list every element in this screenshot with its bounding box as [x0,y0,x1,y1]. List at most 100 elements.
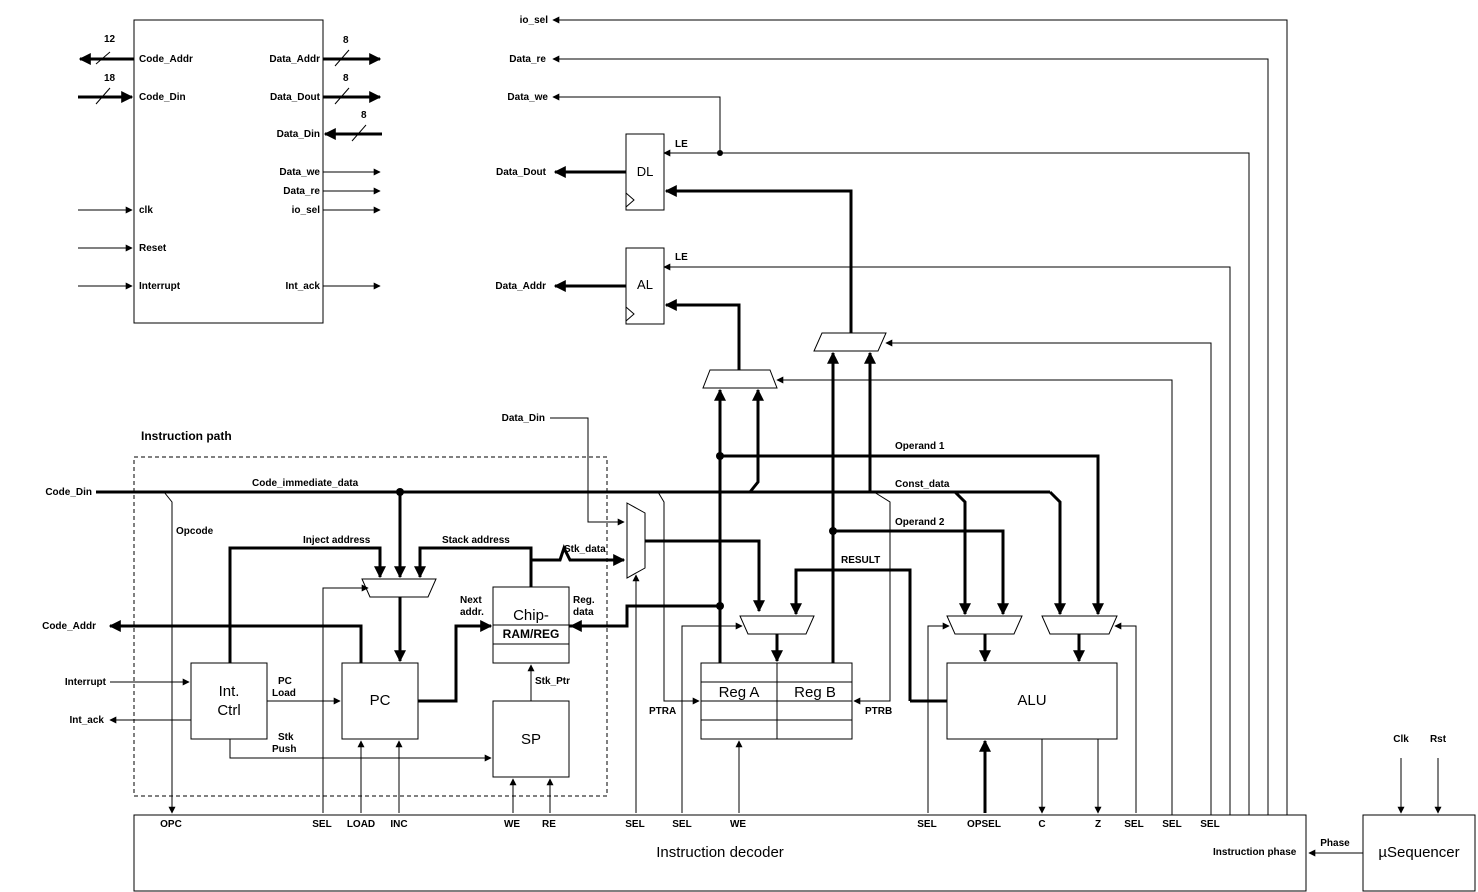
pin-interrupt: Interrupt [139,281,181,292]
pc-mux [361,578,437,598]
label-code-addr: Code_Addr [42,621,96,632]
label-code-din: Code_Din [45,487,92,498]
datapath: Data_Din Stk_data PTRA PTRB RESULT Reg A… [502,351,1137,814]
label-phase: Phase [1320,838,1350,849]
sig-we-reg: WE [730,819,746,830]
micro-sequencer: µSequencer Clk Rst Phase [1308,734,1476,892]
out-data-addr: Data_Addr [495,281,546,292]
pin-data-addr: Data_Addr [269,54,320,65]
label-stk-ptr: Stk_Ptr [535,676,570,687]
cpu-symbol: 12 Code_Addr 18 Code_Din clk Reset Inter… [78,19,382,324]
data-addr-width: 8 [343,35,349,46]
label-rst: Rst [1430,734,1447,745]
chip-ram-label-2: RAM/REG [503,627,560,641]
sig-sel-al: SEL [1162,819,1181,830]
al-box [625,247,665,325]
alu-mux-a [946,615,1023,635]
pin-clk: clk [139,205,153,216]
label-next-addr-1: Next [460,595,482,606]
sequencer-title: µSequencer [1378,844,1459,861]
sp-label: SP [521,731,541,748]
out-data-re: Data_re [509,54,546,65]
label-code-immediate-data: Code_immediate_data [252,478,359,489]
pin-int-ack: Int_ack [286,281,321,292]
sig-sel-alu-a: SEL [917,819,936,830]
sig-sel-reg: SEL [672,819,691,830]
code-addr-width: 12 [104,34,116,45]
input-mux [626,502,646,579]
label-inject-address: Inject address [303,535,371,546]
al-mux [702,369,778,389]
sig-c: C [1038,819,1045,830]
pin-data-re: Data_re [283,186,320,197]
reg-mux [739,615,815,635]
pin-io-sel: io_sel [292,205,321,216]
label-operand1: Operand 1 [895,441,945,452]
label-stk-push-1: Stk [278,732,294,743]
sig-sel-in: SEL [625,819,644,830]
reg-a-label: Reg A [719,684,760,701]
label-stack-address: Stack address [442,535,510,546]
label-instruction-phase: Instruction phase [1213,847,1297,858]
label-int-ack: Int_ack [70,715,105,726]
cpu-symbol-box [133,19,324,324]
label-clk: Clk [1393,734,1409,745]
pin-data-din: Data_Din [277,129,320,140]
label-stk-data: Stk_data [564,544,606,555]
pc-box [341,662,419,740]
alu-mux-b [1041,615,1118,635]
sig-load: LOAD [347,819,375,830]
pin-code-din: Code_Din [139,92,186,103]
dl-mux [813,332,887,352]
label-reg-data-2: data [573,607,594,618]
dl-le-label: LE [675,139,688,150]
address-latch: AL LE Data_Addr [495,247,688,325]
instruction-path: Instruction path Code_Din Code_immediate… [42,429,1050,814]
label-next-addr-2: addr. [460,607,484,618]
decoder-box [133,814,1307,892]
instruction-path-title: Instruction path [141,429,232,443]
chip-ram-label-1: Chip- [513,607,549,624]
out-io-sel: io_sel [520,15,549,26]
data-din-width: 8 [361,110,367,121]
int-ctrl-box [190,662,268,740]
label-interrupt: Interrupt [65,677,107,688]
data-dout-width: 8 [343,73,349,84]
int-ctrl-label-1: Int. [219,683,240,700]
sig-sel-alu-b: SEL [1124,819,1143,830]
dl-label: DL [637,164,654,179]
pc-label: PC [370,692,391,709]
output-control-lines: io_sel Data_re Data_we [507,15,1288,815]
label-ptrb: PTRB [865,706,892,717]
al-label: AL [637,277,653,292]
pin-reset: Reset [139,243,167,254]
label-pc-load-1: PC [278,676,292,687]
out-data-dout: Data_Dout [496,167,547,178]
sig-we-sp: WE [504,819,520,830]
al-le-label: LE [675,252,688,263]
sig-sel-pc: SEL [312,819,331,830]
pin-data-we: Data_we [279,167,320,178]
sequencer-box [1362,814,1476,892]
sig-opc: OPC [160,819,182,830]
sig-sel-dl: SEL [1200,819,1219,830]
sig-inc: INC [390,819,407,830]
label-ptra: PTRA [649,706,676,717]
label-const-data: Const_data [895,479,950,490]
label-reg-data-1: Reg. [573,595,595,606]
int-ctrl-label-2: Ctrl [217,702,240,719]
label-stk-push-2: Push [272,744,296,755]
label-pc-load-2: Load [272,688,296,699]
label-opcode: Opcode [176,526,214,537]
sig-z: Z [1095,819,1101,830]
output-muxes [664,185,1212,815]
instruction-decoder: Instruction decoder OPC SEL LOAD INC WE … [133,814,1307,892]
label-result: RESULT [841,555,880,566]
code-din-width: 18 [104,73,116,84]
label-operand2: Operand 2 [895,517,945,528]
data-latch: DL LE Data_Dout [496,133,688,211]
decoder-title: Instruction decoder [656,844,784,861]
sig-opsel: OPSEL [967,819,1001,830]
reg-b-label: Reg B [794,684,836,701]
